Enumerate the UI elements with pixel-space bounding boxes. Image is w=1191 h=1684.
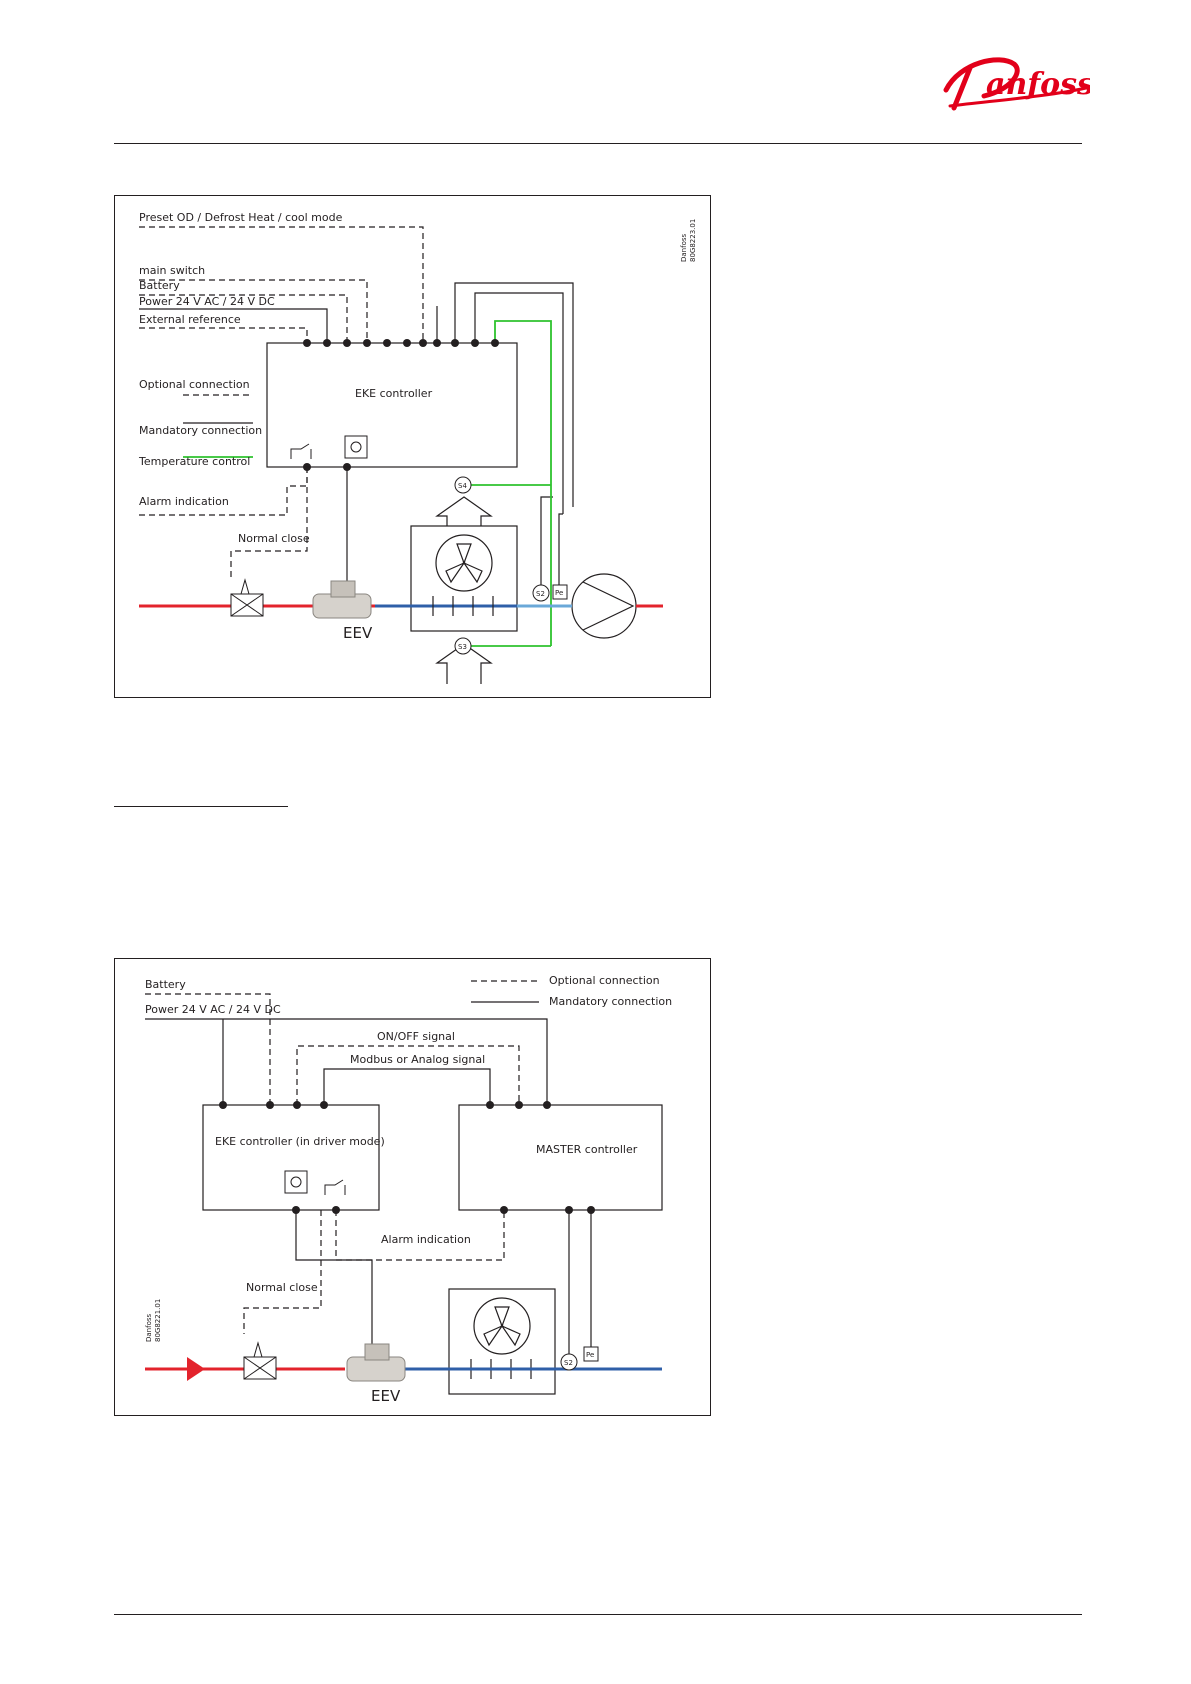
label-normal-close: Normal close — [246, 1281, 318, 1294]
diagram-eke-driver-mode-svg: Battery Power 24 V AC / 24 V DC Optional… — [145, 974, 672, 1405]
label-s2: S2 — [564, 1359, 573, 1367]
label-eke-driver-mode: EKE controller (in driver mode) — [215, 1135, 385, 1148]
label-s4: S4 — [458, 482, 467, 490]
label-alarm-indication: Alarm indication — [381, 1233, 471, 1246]
label-pe: Pe — [586, 1351, 594, 1359]
label-main-switch: main switch — [139, 264, 205, 277]
danfoss-logo: anfoss — [943, 57, 1090, 111]
label-mandatory-connection: Mandatory connection — [549, 995, 672, 1008]
label-battery: Battery — [145, 978, 186, 991]
label-optional-connection: Optional connection — [549, 974, 660, 987]
code-brand: Danfoss — [145, 1313, 153, 1342]
label-normal-close: Normal close — [238, 532, 310, 545]
diagram-eke-driver-mode: Battery Power 24 V AC / 24 V DC Optional… — [114, 958, 711, 1416]
label-s3: S3 — [458, 643, 467, 651]
label-eev: EEV — [371, 1387, 401, 1405]
section-underline — [114, 806, 288, 807]
code-brand: Danfoss — [680, 233, 688, 262]
label-mandatory-connection: Mandatory connection — [139, 424, 262, 437]
footer-rule — [114, 1614, 1082, 1615]
label-optional-connection: Optional connection — [139, 378, 250, 391]
label-s2: S2 — [536, 590, 545, 598]
label-preset: Preset OD / Defrost Heat / cool mode — [139, 211, 343, 224]
code-number: 80G8223.01 — [689, 219, 697, 262]
label-temperature-control: Temperature control — [138, 455, 250, 468]
label-external-reference: External reference — [139, 313, 241, 326]
diagram-eke-standalone-svg: Preset OD / Defrost Heat / cool mode mai… — [138, 211, 697, 684]
label-on-off-signal: ON/OFF signal — [377, 1030, 455, 1043]
label-power: Power 24 V AC / 24 V DC — [139, 295, 275, 308]
code-number: 80G8221.01 — [154, 1299, 162, 1342]
label-eev: EEV — [343, 624, 373, 642]
label-eke-controller: EKE controller — [355, 387, 433, 400]
label-battery: Battery — [139, 279, 180, 292]
label-master-controller: MASTER controller — [536, 1143, 638, 1156]
label-pe: Pe — [555, 589, 563, 597]
label-modbus-signal: Modbus or Analog signal — [350, 1053, 485, 1066]
diagram-eke-standalone: Preset OD / Defrost Heat / cool mode mai… — [114, 195, 711, 698]
eke-controller-box — [266, 342, 518, 468]
header-rule — [114, 143, 1082, 144]
label-alarm-indication: Alarm indication — [139, 495, 229, 508]
label-power: Power 24 V AC / 24 V DC — [145, 1003, 281, 1016]
